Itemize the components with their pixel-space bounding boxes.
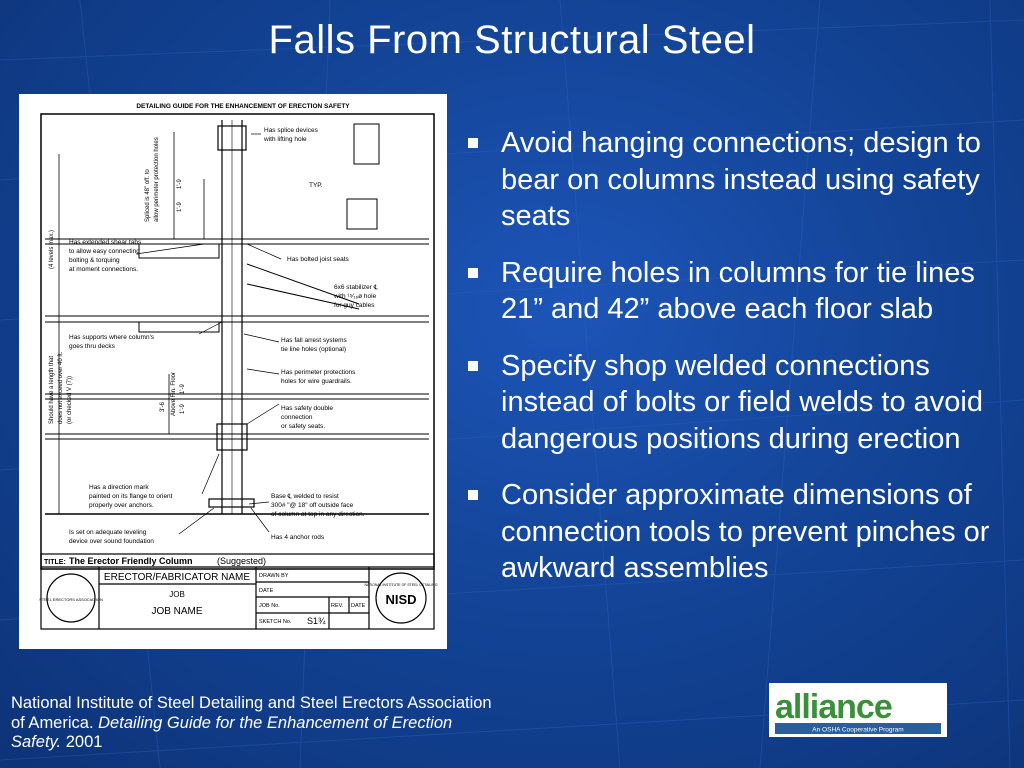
slide-title: Falls From Structural Steel [268,18,756,62]
note-fall-2: tie line holes (optional) [281,346,346,353]
note-splice-2: with lifting hole [263,136,307,143]
dim-levels: (4 levels max.) [49,230,55,269]
note-stab-2: with ¹⁵⁄₁₆ø hole [333,293,377,300]
dim-length-3: (or checked V (7)) [67,376,73,424]
bullet-item: Specify shop welded connections instead … [468,348,1013,458]
note-direction-3: properly over anchors. [89,502,154,509]
note-anchor: Has 4 anchor rods [271,534,325,541]
note-base-3: of column at top in any direction. [271,511,365,518]
dim-d3: 3'-6 [160,402,166,412]
dim-d5: 1'-9 [180,404,186,414]
bullet-square-icon [468,360,478,371]
note-shear-1: Has extended shear tabs [69,239,142,246]
title-label: TITLE: [44,559,66,566]
citation-year: 2001 [65,733,103,751]
suggested-label: (Suggested) [217,556,266,566]
note-double-1: Has safety double [281,405,333,412]
note-splice-1: Has splice devices [264,127,319,134]
logo-tagline: An OSHA Cooperative Program [812,727,903,734]
note-base-2: 300# "@ 18" off outside face [271,502,354,509]
figure-header: DETAILING GUIDE FOR THE ENHANCEMENT OF E… [136,103,350,110]
citation: National Institute of Steel Detailing an… [11,694,501,753]
note-support-1: Has supports where column's [69,334,155,341]
sketch-no: SKETCH No. [259,619,292,625]
alliance-logo: alliance An OSHA Cooperative Program [769,683,947,737]
note-level-2: device over sound foundation [69,538,154,545]
erector-friendly-column-figure: DETAILING GUIDE FOR THE ENHANCEMENT OF E… [19,94,447,649]
note-shear-4: at moment connections. [69,266,138,273]
bullet-square-icon [468,490,478,500]
date2-label: DATE [351,603,366,609]
job-name: JOB NAME [151,606,202,617]
note-stab-1: 6x6 stabilizer ℄ [334,284,379,291]
note-joist: Has bolted joist seats [287,256,350,263]
job-no: JOB No. [259,603,280,609]
seal-right-text: NATIONAL INSTITUTE OF STEEL DETAILING [364,583,437,587]
dim-length-2: does not exceed over 40 ft. [58,351,64,424]
dim-splice-1: Spliced is 48" off. to [145,169,151,222]
bullet-item: Avoid hanging connections; design to bea… [468,125,1013,235]
note-support-2: goes thru decks [69,343,116,350]
dim-length-1: Should have a length that [49,356,55,424]
dim-d2: 1'-9 [177,179,183,189]
drawn-by: DRAWN BY [259,573,289,579]
bullet-square-icon [468,138,478,148]
note-stab-3: for guy cables [334,302,375,309]
note-fall-1: Has fall arrest systems [281,337,347,344]
bullet-item: Require holes in columns for tie lines 2… [468,255,1013,328]
dim-splice-2: allow perimeter protection holes [154,137,160,222]
bullet-square-icon [468,267,478,278]
note-base-1: Base ℄ welded to resist [271,493,339,500]
seal-left-text: STEEL ERECTORS ASSOCIATION [39,597,103,602]
note-double-2: connection [281,414,313,421]
logo-word: alliance [775,688,892,726]
seal-right-mono: NISD [385,592,416,607]
job-label: JOB [169,590,185,599]
date-label: DATE [259,588,274,594]
citation-authors: National Institute of Steel Detailing an… [11,694,492,732]
sketch-value: S1¾ [307,616,326,626]
bullet-list: Avoid hanging connections; design to bea… [468,125,1013,607]
title-value: The Erector Friendly Column [69,556,193,566]
note-perim-1: Has perimeter protections [281,369,356,376]
note-perim-2: holes for wire guardrails. [281,378,352,385]
rev-label: REV. [331,603,344,609]
note-shear-3: bolting & torquing [69,257,120,264]
note-typ: TYP. [309,182,323,189]
dim-d1: 1'-9 [177,202,183,212]
dim-d4: 1'-9 [180,384,186,394]
citation-work: Detailing Guide for the Enhancement of E… [11,713,453,752]
erector-name: ERECTOR/FABRICATOR NAME [104,572,250,583]
bullet-item: Consider approximate dimensions of conne… [468,477,1013,587]
note-direction-1: Has a direction mark [89,484,149,491]
note-double-3: or safety seats. [281,423,325,430]
dim-above: Above Fin. Floor [171,372,177,416]
note-level-1: Is set on adequate leveling [69,529,147,536]
note-direction-2: painted on its flange to orient [89,493,173,500]
note-shear-2: to allow easy connecting [69,248,140,255]
